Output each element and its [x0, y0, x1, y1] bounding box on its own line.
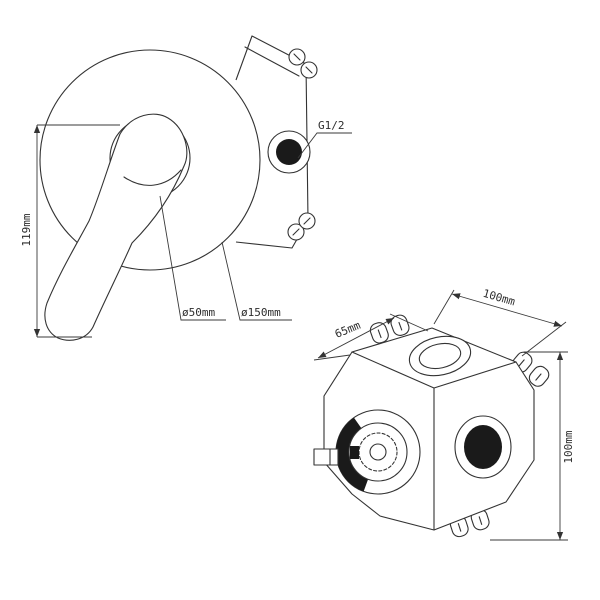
dim-label-inner-diameter: ø50mm	[182, 306, 215, 319]
lug-slot	[398, 321, 403, 331]
keyway-notch	[350, 446, 359, 459]
front-view-dimensions: 119mm ø50mm ø150mm G1/2	[20, 119, 352, 338]
top-port-inner	[418, 342, 462, 370]
leader-inner-diameter	[159, 195, 226, 321]
lug-slot	[305, 66, 313, 74]
lug-slot	[293, 53, 301, 61]
handle-lever	[44, 113, 188, 341]
extension-line	[521, 321, 567, 357]
side-port-bore	[464, 425, 502, 469]
leader-thread	[297, 132, 352, 159]
dim-label-outer-diameter: ø150mm	[241, 306, 281, 319]
handle-cap-seam	[123, 169, 182, 186]
lug-slot	[478, 516, 483, 525]
dim-label-height-iso: 100mm	[562, 430, 575, 463]
mounting-lug-right-iso	[511, 351, 550, 387]
mounting-lug-bottom-iso	[449, 508, 490, 538]
leader-outer-diameter	[221, 241, 292, 321]
top-port	[408, 335, 472, 377]
lug-slot	[457, 523, 462, 532]
inlet-port	[267, 130, 311, 174]
lug-slot	[535, 373, 542, 381]
spline-center	[369, 443, 387, 461]
shaft-stub	[313, 448, 339, 466]
cartridge-opening	[313, 409, 421, 495]
dimension-line-width	[451, 293, 563, 327]
dim-label-depth: 65mm	[333, 319, 363, 341]
extension-line	[389, 313, 429, 332]
inlet-port-bore	[276, 139, 302, 165]
mounting-lug-top	[288, 48, 318, 79]
cartridge-shadow-crescent	[335, 417, 369, 492]
extension-line	[433, 289, 455, 325]
lug-slot	[518, 359, 525, 367]
dim-label-width: 100mm	[481, 287, 517, 309]
lug-slot	[292, 228, 300, 236]
dim-label-thread: G1/2	[318, 119, 345, 132]
iso-view: 100mm 65mm 100mm	[313, 287, 575, 541]
front-view: 119mm ø50mm ø150mm G1/2	[20, 35, 352, 341]
side-port	[454, 415, 512, 479]
lug-slot	[303, 217, 311, 225]
mounting-lug-bottom	[287, 212, 316, 241]
dimension-line-depth	[317, 317, 395, 359]
dim-label-height: 119mm	[20, 213, 33, 246]
cartridge-mid-ring	[348, 422, 408, 482]
valve-body-top-edge	[244, 46, 300, 77]
